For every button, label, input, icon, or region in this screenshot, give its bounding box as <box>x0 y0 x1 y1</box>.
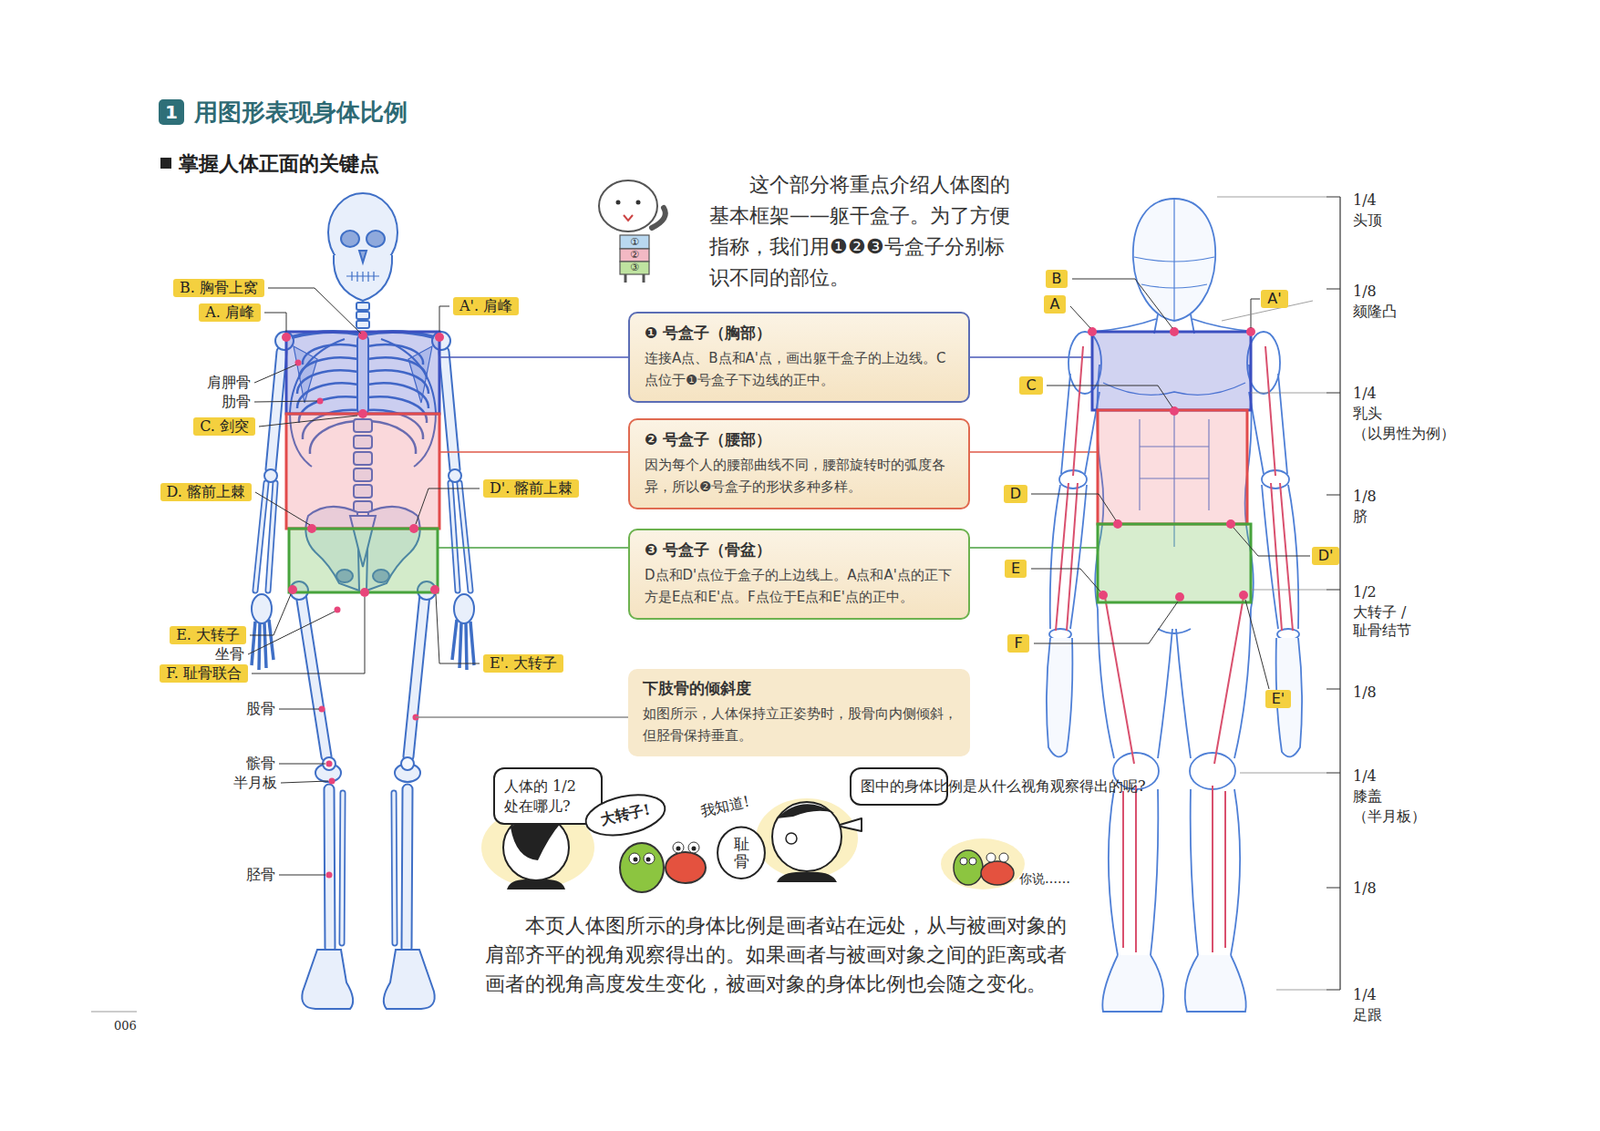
proportion-value: 1/8 <box>1352 879 1377 899</box>
proportion-value: 1/4 <box>1352 767 1377 786</box>
info-box: 下肢骨的倾斜度如图所示，人体保持立正姿势时，股骨向内侧倾斜，但胫骨保持垂直。 <box>628 669 971 757</box>
scale-label: 颏隆凸 <box>1352 302 1397 321</box>
proportion-value: 1/4 <box>1352 986 1377 1005</box>
intro-text: 这个部分将重点介绍人体图的基本框架——躯干盒子。为了方便指称，我们用❶❷❸号盒子… <box>709 169 1012 294</box>
box-heading: ❷ 号盒子（腰部） <box>644 429 956 451</box>
box-number: ③ <box>629 261 640 275</box>
bone-label: A'. 肩峰 <box>453 297 519 316</box>
box-heading: 下肢骨的倾斜度 <box>642 678 958 700</box>
subheading: 掌握人体正面的关键点 <box>178 151 380 177</box>
cartoon-exclamation: 我知道! <box>699 793 752 822</box>
bubble-text: 人体的 1/2 处在哪儿? <box>504 776 592 816</box>
box-body: 如图所示，人体保持立正姿势时，股骨向内侧倾斜，但胫骨保持垂直。 <box>642 702 958 747</box>
section-number: 1 <box>158 99 185 125</box>
bone-label: 半月板 <box>233 774 278 793</box>
bone-label: B. 胸骨上窝 <box>173 278 265 298</box>
speech-bubble: 耻骨 <box>716 825 766 881</box>
cartoon-remark: 你说…… <box>1019 871 1071 888</box>
info-box: ❷ 号盒子（腰部） 因为每个人的腰部曲线不同，腰部旋转时的弧度各异，所以❷号盒子的… <box>628 418 971 510</box>
bone-label: 肩胛骨 <box>206 373 251 393</box>
box-number: ② <box>629 248 640 262</box>
page-number: 006 <box>113 1019 137 1034</box>
scale-label: 膝盖 <box>1352 787 1383 806</box>
point-letter: A' <box>1260 289 1288 309</box>
point-letter: E' <box>1265 690 1292 709</box>
point-letter: D <box>1003 485 1028 504</box>
box-body: 因为每个人的腰部曲线不同，腰部旋转时的弧度各异，所以❷号盒子的形状多种多样。 <box>644 454 956 498</box>
bone-label: F. 耻骨联合 <box>159 664 248 683</box>
speech-bubble: 图中的身体比例是从什么视角观察得出的呢? <box>849 767 949 806</box>
proportion-value: 1/4 <box>1352 384 1377 403</box>
note-paragraph: 本页人体图所示的身体比例是画者站在远处，从与被画对象的肩部齐平的视角观察得出的。… <box>485 911 1069 1000</box>
info-box: ❶ 号盒子（胸部） 连接A点、B点和A'点，画出躯干盒子的上边线。C点位于❶号盒子… <box>628 311 971 403</box>
proportion-value: 1/8 <box>1352 487 1377 506</box>
box-body: 连接A点、B点和A'点，画出躯干盒子的上边线。C点位于❶号盒子下边线的正中。 <box>644 347 956 392</box>
scale-label: （以男性为例） <box>1352 424 1456 444</box>
bone-label: 股骨 <box>246 700 276 719</box>
bubble-text: 耻骨 <box>733 836 750 870</box>
bone-label: C. 剑突 <box>193 417 256 436</box>
point-letter: B <box>1045 269 1069 289</box>
bone-label: E. 大转子 <box>169 626 247 645</box>
bubble-text: 图中的身体比例是从什么视角观察得出的呢? <box>860 776 938 797</box>
proportion-value: 1/4 <box>1352 191 1377 210</box>
bone-label: E'. 大转子 <box>483 654 564 673</box>
bone-label: D'. 髂前上棘 <box>483 479 579 498</box>
bone-label: 肋骨 <box>221 392 251 412</box>
point-letter: F <box>1007 634 1029 653</box>
bone-label: 坐骨 <box>215 645 245 664</box>
box-body: D点和D'点位于盒子的上边线上。A点和A'点的正下方是E点和E'点。F点位于E点… <box>644 564 956 609</box>
scale-label: （半月板） <box>1352 807 1426 826</box>
bone-label: 髌骨 <box>246 754 276 774</box>
proportion-value: 1/8 <box>1352 683 1377 702</box>
point-letter: A <box>1043 295 1067 314</box>
bone-label: A. 肩峰 <box>198 303 261 322</box>
box-heading: ❶ 号盒子（胸部） <box>644 322 956 344</box>
page-title: 用图形表现身体比例 <box>194 97 408 128</box>
bone-label: D. 髂前上棘 <box>160 483 252 502</box>
point-letter: E <box>1004 559 1027 579</box>
box-number: ① <box>629 236 640 249</box>
box-heading: ❸ 号盒子（骨盆） <box>644 539 956 561</box>
scale-label: 乳头 <box>1352 404 1383 424</box>
point-letter: D' <box>1311 547 1341 566</box>
scale-label: 足跟 <box>1352 1006 1383 1025</box>
proportion-value: 1/8 <box>1352 282 1377 301</box>
point-letter: C <box>1019 376 1043 395</box>
info-box: ❸ 号盒子（骨盆） D点和D'点位于盒子的上边线上。A点和A'点的正下方是E点和E… <box>628 528 971 620</box>
scale-label: 头顶 <box>1352 211 1383 230</box>
scale-label: 大转子 / 耻骨结节 <box>1352 603 1445 640</box>
proportion-value: 1/2 <box>1352 583 1377 602</box>
bone-label: 胫骨 <box>246 866 276 885</box>
scale-label: 脐 <box>1352 507 1368 527</box>
